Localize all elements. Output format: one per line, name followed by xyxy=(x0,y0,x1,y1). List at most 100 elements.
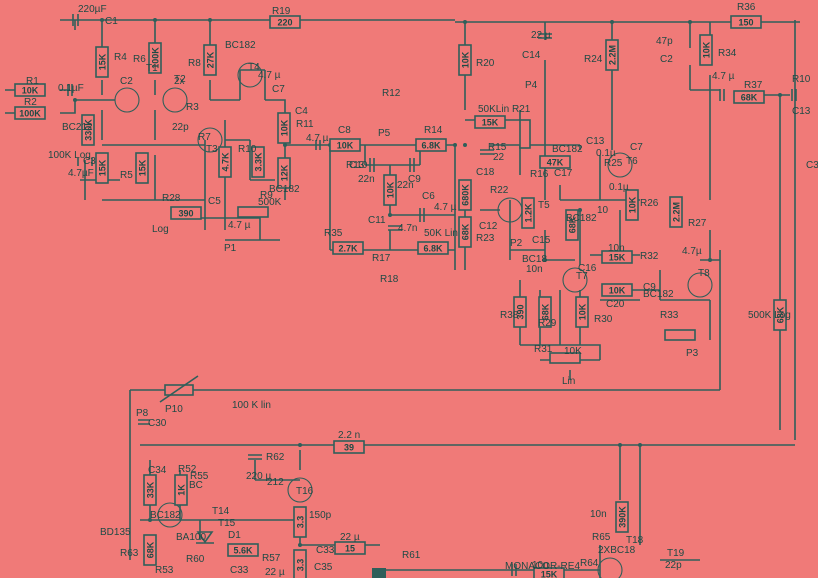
component-label: C35 xyxy=(314,562,333,573)
component-label: C9 xyxy=(643,282,656,293)
component-label: T14 xyxy=(212,506,230,517)
component-label: R18 xyxy=(380,274,399,285)
capacitors xyxy=(67,14,797,576)
component-label: BC182 xyxy=(150,510,181,521)
component-label: BC182 xyxy=(269,184,300,195)
component-label: R34 xyxy=(718,48,737,59)
resistor-value: 10K xyxy=(280,119,290,136)
resistor-value: 68K xyxy=(541,303,551,320)
resistor-value: 10K xyxy=(628,196,638,213)
component-label: BC182 xyxy=(552,144,583,155)
component-label: Log xyxy=(152,224,169,235)
component-label: 100 K lin xyxy=(232,400,271,411)
component-label: 150p xyxy=(309,510,332,521)
component-label: 50K Lin xyxy=(424,228,458,239)
component-label: T4 xyxy=(248,62,260,73)
component-label: R13 xyxy=(346,160,365,171)
component-label: 22 xyxy=(493,152,505,163)
resistor-r20: 10K xyxy=(458,44,472,76)
component-label: 2.2 n xyxy=(338,430,360,441)
resistor-r37: 68K xyxy=(733,90,765,104)
component-label: C8 xyxy=(338,125,351,136)
resistor-value: 4.7K xyxy=(221,152,231,172)
resistor-value: 220 xyxy=(277,18,292,28)
component-label: 10n xyxy=(526,264,543,275)
resistor-r1: 10K xyxy=(14,83,46,97)
component-label: R38 xyxy=(500,310,519,321)
component-label: R1 xyxy=(26,76,39,87)
resistor-r62: 39 xyxy=(333,440,365,454)
resistor-r12: 10K xyxy=(277,112,291,144)
resistor-r35: 2.2M xyxy=(669,196,683,228)
resistor-value: 3.3K xyxy=(254,152,264,172)
component-label: R60 xyxy=(186,554,205,565)
component-label: T15 xyxy=(218,518,236,529)
component-label: R30 xyxy=(594,314,613,325)
resistor-r14: 10K xyxy=(329,138,361,152)
component-label: BC182 xyxy=(225,40,256,51)
component-label: 10n xyxy=(532,560,549,571)
component-label: R9 xyxy=(260,190,273,201)
component-label: C2 xyxy=(120,76,133,87)
component-label: T7 xyxy=(576,271,588,282)
resistor-r65: 390K xyxy=(615,501,629,533)
resistor-r16: 10K xyxy=(383,174,397,206)
component-label: 22 µ xyxy=(265,567,285,578)
component-label: R26 xyxy=(640,198,659,209)
component-label: 22p xyxy=(172,122,189,133)
component-label: R65 xyxy=(592,532,611,543)
resistor-r36: 150 xyxy=(730,15,762,29)
potentiometers xyxy=(159,119,696,403)
resistor-value: 68K xyxy=(146,541,156,558)
resistor-value: 390 xyxy=(516,304,526,319)
component-label: P3 xyxy=(686,348,699,359)
component-label: T18 xyxy=(626,535,644,546)
resistor-r22: 680K xyxy=(458,179,472,211)
component-label: BC212 xyxy=(62,122,93,133)
resistor-value: 390K xyxy=(618,506,628,528)
component-label: 2XBC18 xyxy=(598,545,636,556)
component-label: C20 xyxy=(606,299,625,310)
component-label: C10 xyxy=(349,160,368,171)
resistor-r17: 2.7K xyxy=(332,241,364,255)
component-label: R25 xyxy=(604,158,623,169)
component-label: R3 xyxy=(186,102,199,113)
component-label: C33 xyxy=(316,545,335,556)
resistor-value: 68K xyxy=(776,306,786,323)
resistor-value: 3.3 xyxy=(296,559,306,572)
component-label: C1 xyxy=(105,16,118,27)
component-label: 4.7n xyxy=(398,223,417,234)
resistor-r2: 100K xyxy=(14,106,46,120)
resistor-value: 330K xyxy=(84,119,94,141)
component-label: R21 xyxy=(512,104,531,115)
resistor-r4: 15K xyxy=(95,46,109,78)
component-label: 22 µ xyxy=(531,30,551,41)
component-label: C17 xyxy=(554,168,573,179)
component-label: R20 xyxy=(476,58,495,69)
resistor-r19: 220 xyxy=(269,15,301,29)
component-label: 4.7 µ xyxy=(712,71,735,82)
component-label: 2x xyxy=(174,76,185,87)
component-label: R53 xyxy=(155,565,174,576)
component-label: Lin xyxy=(562,376,575,387)
component-label: R62 xyxy=(266,452,285,463)
component-label: R16 xyxy=(530,169,549,180)
component-label: C30 xyxy=(148,418,167,429)
resistor-r60: 3.3 xyxy=(293,506,307,538)
resistor-r3: 330K xyxy=(81,114,95,146)
component-label: 0.1µ xyxy=(609,182,629,193)
monacor-connector xyxy=(372,568,386,578)
component-label: 50KLin xyxy=(478,104,509,115)
component-label: R52 xyxy=(178,464,197,475)
resistor-value: 390 xyxy=(178,209,193,219)
component-label: 100K Log xyxy=(48,150,91,161)
resistor-value: 10K xyxy=(702,41,712,58)
resistor-r10: 4.7K xyxy=(218,146,232,178)
diode-d1 xyxy=(196,531,214,544)
component-label: 0.1µF xyxy=(58,83,84,94)
component-label: 220 µ xyxy=(246,471,271,482)
component-label: C3 xyxy=(83,156,96,167)
